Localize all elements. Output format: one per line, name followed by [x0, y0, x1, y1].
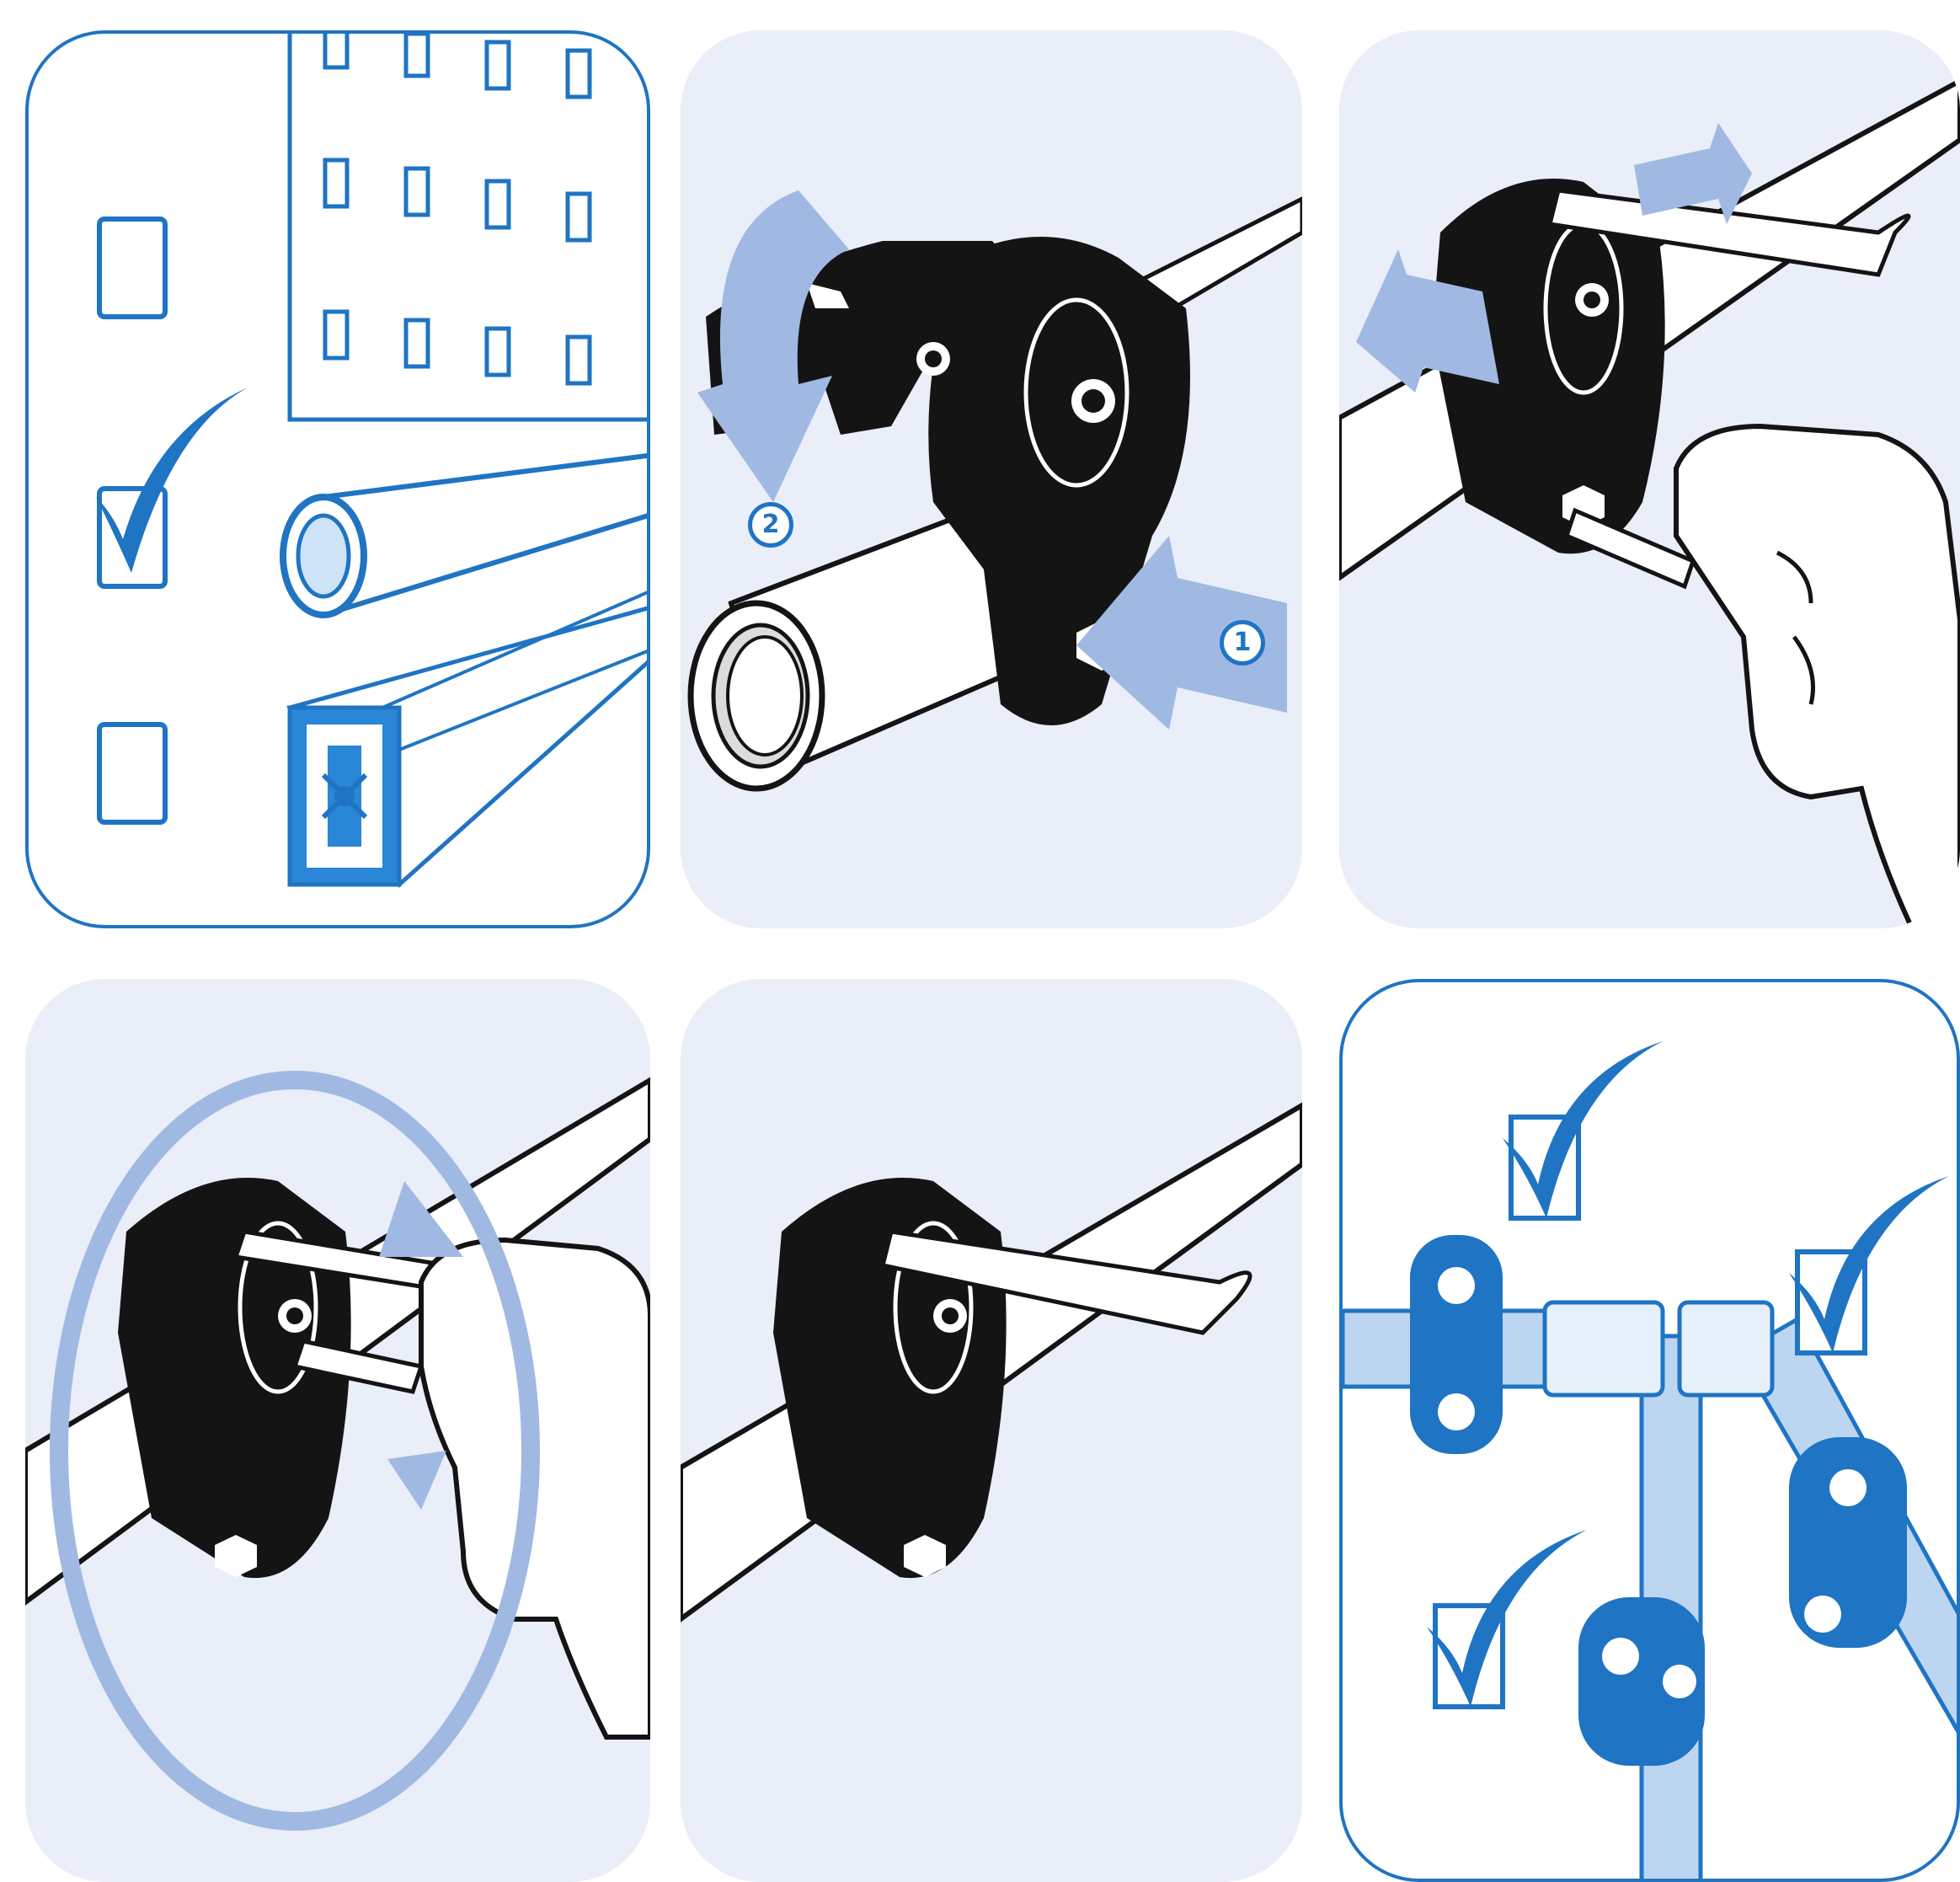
panel-insert-key — [1339, 30, 1960, 928]
rotate-arrow-icon — [50, 1071, 540, 1831]
checkbox-icon — [97, 217, 168, 319]
pegboard-icon — [287, 34, 647, 422]
hook-icon — [879, 1229, 1252, 1335]
panel-tighten — [25, 979, 650, 1882]
hand-icon — [1674, 423, 1960, 928]
panel-attach-clamp: 1 2 — [681, 30, 1302, 928]
hex-key-icon — [1563, 507, 1696, 590]
check-mark-icon — [1503, 1041, 1663, 1218]
push-arrow-icon — [1076, 536, 1287, 730]
aluminium-profile-icon — [286, 591, 647, 888]
checkbox-icon — [97, 722, 168, 825]
check-mark-icon — [1789, 1176, 1949, 1353]
round-tube-icon — [280, 452, 647, 619]
hook-icon — [1546, 188, 1911, 277]
panel-mounted — [681, 979, 1302, 1882]
rotate-arrow-icon — [697, 190, 849, 502]
step-badge-1: 1 — [1220, 620, 1265, 666]
panel-compatible — [1339, 979, 1960, 1882]
step-badge-2: 2 — [748, 502, 793, 548]
tube-clamp-icon — [1410, 1235, 1907, 1766]
hex-key-icon — [291, 1339, 425, 1394]
push-arrow-icon — [1356, 249, 1499, 393]
check-mark-icon — [1427, 1530, 1587, 1707]
panel-choose-mount — [25, 30, 650, 928]
tube-clamp-icon — [118, 1178, 351, 1579]
check-mark-icon — [96, 388, 248, 573]
push-arrow-icon — [1634, 123, 1752, 224]
